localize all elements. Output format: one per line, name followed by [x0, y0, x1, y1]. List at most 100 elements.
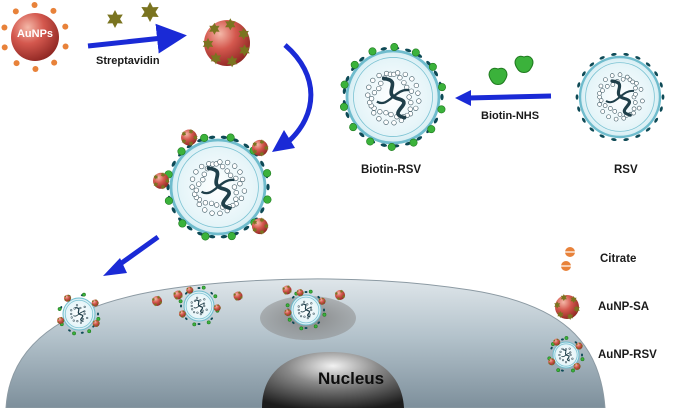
biotin-mark — [580, 357, 585, 362]
biotin-mark — [192, 322, 197, 327]
streptavidin-star — [210, 52, 222, 65]
biotin-mark — [308, 289, 313, 294]
free-aunp-sa — [335, 290, 345, 300]
aunps-label: AuNPs — [16, 28, 54, 40]
nucleus-label: Nucleus — [318, 369, 385, 388]
legend — [547, 247, 585, 373]
citrate-dot — [32, 65, 39, 72]
citrate-dot — [31, 2, 38, 9]
biotin-nhs-mol-2 — [514, 55, 534, 73]
biotin-mark — [263, 169, 272, 178]
biotin-mark — [178, 299, 183, 304]
biotin-mark — [164, 196, 173, 205]
biotin-mark — [340, 102, 348, 111]
streptavidin-star — [225, 18, 236, 31]
biotin-mark — [96, 317, 101, 321]
biotin-mark — [285, 303, 290, 308]
aunps-citrates — [1, 2, 69, 72]
biotin-mark — [287, 317, 292, 322]
aunp-sa-particle — [202, 18, 250, 68]
biotin-mark — [366, 137, 375, 146]
aunp-rsv-complex — [153, 128, 272, 241]
biotin-mark — [82, 292, 86, 297]
host-cell — [5, 278, 606, 408]
biotin-mark — [438, 83, 446, 92]
free-aunp-sa — [233, 291, 243, 301]
biotin-mark — [178, 219, 187, 228]
legend-aunp-rsv-icon — [547, 336, 585, 373]
biotin-mark — [213, 294, 218, 299]
biotin-mark — [227, 232, 236, 241]
citrate-dot — [51, 59, 58, 66]
biotin-mark — [263, 195, 272, 204]
streptavidin-star — [557, 311, 564, 318]
arrow-biotin-nhs — [455, 90, 552, 106]
biotin-mark — [427, 125, 436, 134]
streptavidin-star — [209, 22, 220, 35]
biotin-mark — [411, 48, 420, 57]
free-aunp-sa-particles — [151, 285, 346, 307]
streptavidin-star — [554, 301, 561, 309]
streptavidin-molecules — [107, 2, 159, 28]
biotin-mark — [350, 60, 359, 69]
streptavidin-star — [573, 305, 580, 313]
cell-bound-aunp-rsv-1 — [57, 292, 101, 336]
arrow-curve-top — [272, 43, 314, 152]
citrate-dot — [62, 23, 69, 30]
biotin-mark — [299, 326, 304, 331]
biotin-mark — [322, 312, 327, 317]
cell-bound-aunp-rsv-3 — [284, 288, 327, 331]
biotin-mark — [571, 368, 575, 373]
citrate-dot — [50, 7, 57, 14]
biotin-mark — [349, 123, 358, 132]
free-aunp-sa — [173, 290, 183, 300]
aunps-particle — [11, 13, 59, 61]
biotin-nhs-molecules — [488, 55, 534, 85]
cell-bound-aunp-rsv-2 — [178, 285, 221, 327]
biotin-mark — [313, 324, 318, 329]
biotin-mark — [564, 336, 569, 340]
citrate-dot — [1, 24, 8, 31]
streptavidin-star — [226, 55, 238, 68]
biotin-rsv-label: Biotin-RSV — [361, 164, 422, 176]
citrate-dot — [12, 8, 19, 15]
legend-aunp-sa-icon — [554, 294, 580, 320]
free-aunp-sa — [152, 296, 162, 306]
biotin-mark — [409, 138, 418, 147]
streptavidin-star — [570, 296, 577, 303]
biotin-mark — [206, 320, 211, 325]
biotin-mark — [201, 285, 206, 290]
streptavidin-star — [560, 294, 567, 301]
nucleus — [262, 352, 404, 408]
citrate-dot — [62, 43, 69, 50]
streptavidin-star — [239, 44, 250, 57]
rsv-virion — [575, 52, 665, 142]
streptavidin-label: Streptavidin — [96, 55, 160, 67]
free-aunp-sa — [282, 285, 292, 295]
biotin-mark — [200, 133, 209, 142]
biotin-mark — [72, 331, 76, 336]
biotin-nhs-mol-1 — [488, 67, 508, 85]
legend-citrate-label: Citrate — [600, 253, 637, 265]
aunps-group — [1, 2, 69, 72]
biotin-nhs-label: Biotin-NHS — [481, 110, 540, 122]
streptavidin-star — [238, 27, 249, 40]
cell-body — [5, 278, 606, 408]
legend-aunp-sa-label: AuNP-SA — [598, 301, 650, 313]
biotin-mark — [226, 133, 235, 142]
biotin-mark — [57, 307, 62, 311]
streptavidin-star-1 — [107, 10, 123, 28]
biotin-mark — [177, 147, 186, 156]
streptavidin-star-2 — [141, 2, 159, 22]
biotin-mark — [87, 329, 92, 334]
citrate-dot — [1, 44, 8, 51]
streptavidin-star — [567, 313, 574, 320]
arrow-streptavidin — [87, 23, 187, 54]
biotin-mark — [556, 368, 561, 373]
biotin-mark — [437, 105, 446, 114]
streptavidin-star — [202, 37, 214, 50]
biotin-mark — [387, 143, 396, 151]
biotin-mark — [390, 43, 399, 51]
